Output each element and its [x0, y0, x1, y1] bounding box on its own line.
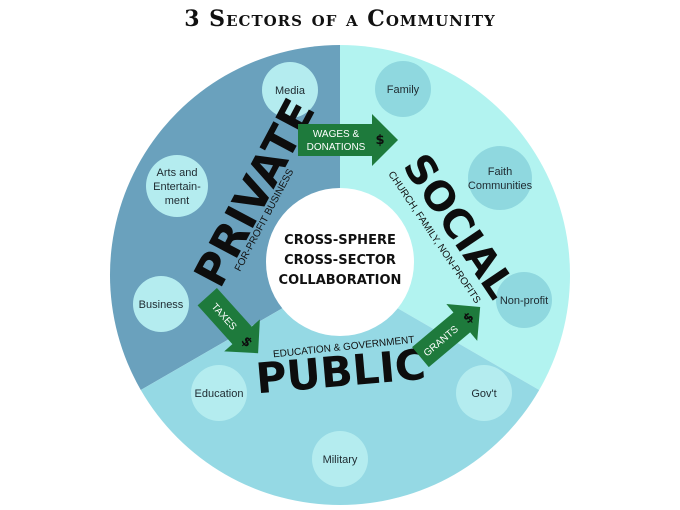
svg-text:$: $ — [375, 133, 384, 148]
grants-arrow: GRANTS $ — [412, 304, 481, 368]
node-family: Family — [375, 61, 431, 117]
svg-text:Faith: Faith — [488, 166, 512, 178]
svg-text:Education: Education — [195, 388, 244, 400]
center-text-line2: CROSS-SECTOR — [284, 253, 396, 268]
svg-text:Non-profit: Non-profit — [500, 295, 548, 307]
node-media: Media — [262, 62, 318, 118]
center-circle — [266, 188, 414, 336]
svg-text:Media: Media — [275, 85, 306, 97]
diagram-title: 3 Sectors of a Community — [184, 6, 496, 32]
node-non-profit: Non-profit — [496, 272, 552, 328]
svg-text:Family: Family — [387, 84, 420, 96]
svg-text:Military: Military — [323, 454, 358, 466]
svg-text:Gov't: Gov't — [471, 388, 496, 400]
svg-text:Communities: Communities — [468, 180, 533, 192]
svg-text:WAGES &: WAGES & — [313, 129, 360, 140]
wages-donations-arrow: WAGES & DONATIONS $ — [298, 114, 398, 166]
node-govt: Gov't — [456, 365, 512, 421]
svg-text:DONATIONS: DONATIONS — [307, 142, 366, 153]
node-education: Education — [191, 365, 247, 421]
svg-text:Business: Business — [139, 299, 184, 311]
node-business: Business — [133, 276, 189, 332]
svg-text:Arts and: Arts and — [157, 167, 198, 179]
center-text-line1: CROSS-SPHERE — [284, 233, 396, 248]
center-text-line3: COLLABORATION — [279, 273, 402, 288]
node-military: Military — [312, 431, 368, 487]
svg-text:Entertain-: Entertain- — [153, 181, 201, 193]
node-faith-communities: Faith Communities — [468, 146, 533, 210]
svg-text:ment: ment — [165, 195, 189, 207]
node-arts-entertainment: Arts and Entertain- ment — [146, 155, 208, 217]
